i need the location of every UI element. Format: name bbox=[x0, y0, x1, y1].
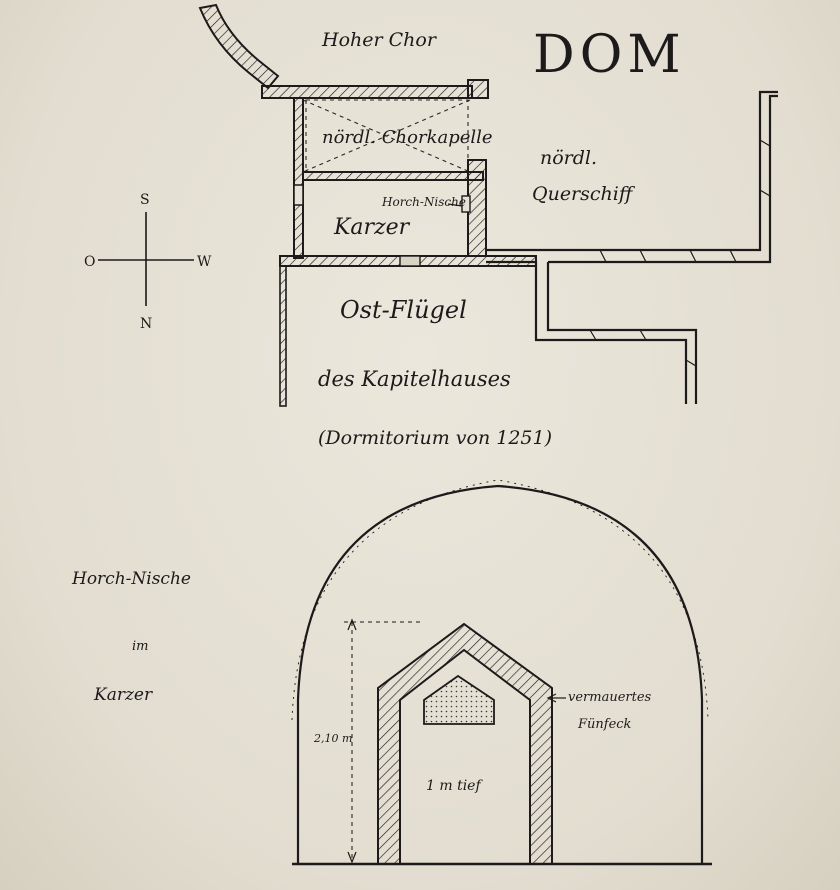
chapel-top-wall-end bbox=[467, 79, 489, 99]
walled-pentagon bbox=[423, 674, 495, 725]
label-karzer: Karzer bbox=[333, 215, 411, 240]
chapel-karzer-wall bbox=[302, 171, 484, 181]
label-height: 2,10 m bbox=[313, 732, 352, 745]
compass-west: W bbox=[197, 254, 212, 270]
niche-title-3: Karzer bbox=[93, 685, 153, 705]
niche-frame bbox=[377, 622, 553, 865]
label-kapitelhaus: des Kapitelhauses bbox=[318, 367, 511, 391]
label-window-2: Fünfeck bbox=[577, 717, 632, 732]
apse-wall bbox=[198, 3, 280, 90]
chapel-left-wall bbox=[293, 97, 304, 259]
compass-east: O bbox=[84, 254, 95, 270]
niche-title-1: Horch-Nische bbox=[71, 569, 191, 589]
karzer-right-wall bbox=[467, 159, 487, 257]
karzer-door bbox=[399, 255, 421, 267]
label-querschiff-1: nördl. bbox=[540, 147, 597, 169]
ostfluegel-left-wall bbox=[279, 265, 287, 407]
compass-rose: S O W N bbox=[84, 192, 212, 332]
chapel-top-wall bbox=[261, 85, 473, 99]
label-hoher-chor: Hoher Chor bbox=[321, 29, 438, 51]
left-wall-opening bbox=[293, 184, 304, 206]
plan-title: DOM bbox=[533, 25, 686, 85]
compass-south: S bbox=[140, 192, 150, 208]
plan-caption: (Dormitorium von 1251) bbox=[318, 427, 552, 449]
niche-title-2: im bbox=[132, 639, 149, 654]
label-window-1: vermauertes bbox=[568, 690, 652, 705]
niche-elevation: Horch-Nische im Karzer 2,10 m 1 m tief v… bbox=[71, 479, 712, 866]
label-horch-nische: Horch-Nische bbox=[381, 195, 466, 209]
label-depth: 1 m tief bbox=[426, 778, 483, 794]
label-chorkapelle: nördl. Chorkapelle bbox=[322, 127, 493, 148]
horch-nische-recess bbox=[461, 195, 471, 213]
label-ostfluegel: Ost-Flügel bbox=[340, 296, 467, 324]
floor-plan: DOM Hoher Chor nördl. Chorkapelle nördl.… bbox=[198, 3, 778, 449]
compass-north: N bbox=[140, 316, 152, 332]
niche-arch bbox=[296, 484, 704, 864]
label-querschiff-2: Querschiff bbox=[532, 183, 636, 205]
